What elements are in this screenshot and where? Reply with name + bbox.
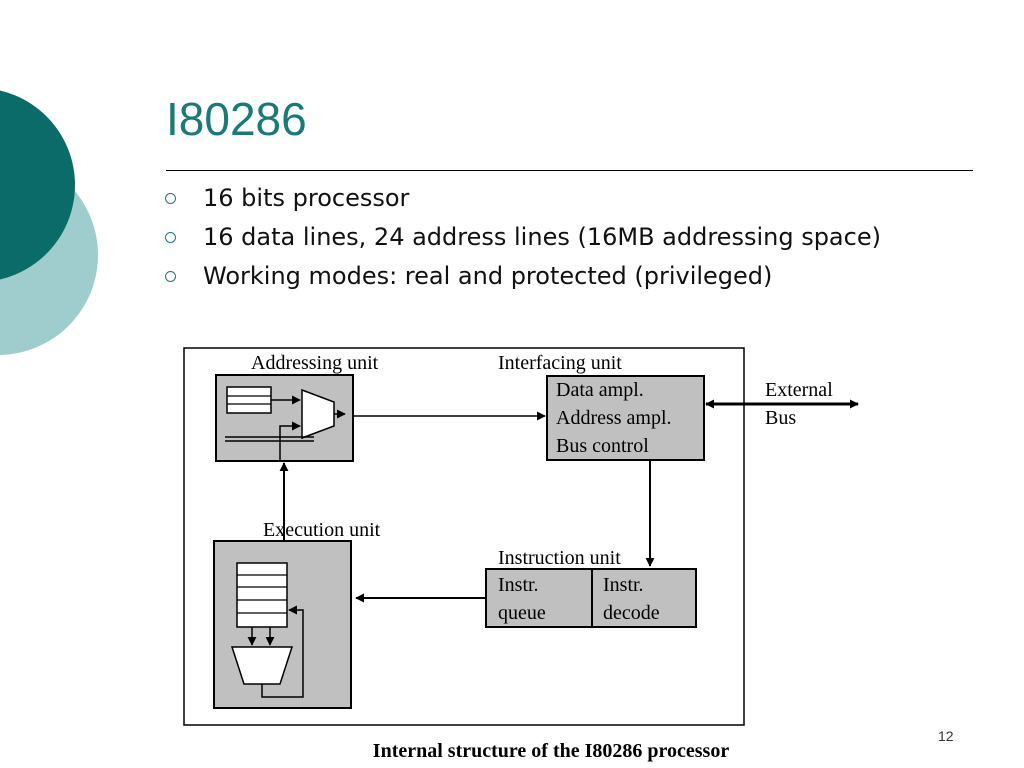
bullet-item: 16 bits processor [162, 182, 902, 214]
bullet-text: 16 bits processor [203, 184, 410, 212]
alu-icon [230, 646, 294, 685]
feedback-arrow [279, 421, 301, 461]
address-adder-icon [301, 388, 335, 440]
execution-unit-label: Execution unit [263, 519, 381, 541]
bullet-item: Working modes: real and protected (privi… [162, 260, 902, 292]
interfacing-line-address-ampl: Address ampl. [556, 407, 672, 429]
interfacing-line-data-ampl: Data ampl. [556, 379, 644, 401]
figure-caption: Internal structure of the I80286 process… [372, 740, 730, 762]
bullet-circle-icon [165, 232, 176, 243]
instr-queue-line2: queue [498, 602, 546, 624]
diagram-frame [183, 347, 745, 726]
instr-decode-line2: decode [603, 602, 660, 624]
bullet-text: Working modes: real and protected (privi… [203, 262, 773, 290]
bullet-circle-icon [165, 193, 176, 204]
interfacing-unit-block [546, 375, 705, 461]
external-bus-label-line2: Bus [765, 407, 796, 429]
register-file-icon [236, 562, 288, 628]
bullet-circle-icon [165, 271, 176, 282]
alu-feedback-arrow [261, 605, 304, 698]
instruction-unit-label: Instruction unit [498, 547, 621, 569]
dark-teal-circle [0, 90, 75, 280]
interfacing-line-bus-control: Bus control [556, 435, 649, 457]
page-number: 12 [938, 728, 954, 744]
external-bus-label-line1: External [765, 379, 833, 401]
bullet-list: 16 bits processor 16 data lines, 24 addr… [162, 182, 902, 299]
instr-decode-line1: Instr. [603, 574, 644, 596]
interfacing-unit-label: Interfacing unit [498, 352, 622, 374]
slide-title: I80286 [166, 93, 307, 145]
bullet-text: 16 data lines, 24 address lines (16MB ad… [203, 223, 881, 251]
instr-queue-line1: Instr. [498, 574, 539, 596]
register-stack-icon [226, 386, 272, 414]
title-rule [166, 170, 973, 171]
addressing-unit-label: Addressing unit [251, 352, 379, 374]
bullet-item: 16 data lines, 24 address lines (16MB ad… [162, 221, 902, 253]
decorative-circles [0, 90, 98, 355]
